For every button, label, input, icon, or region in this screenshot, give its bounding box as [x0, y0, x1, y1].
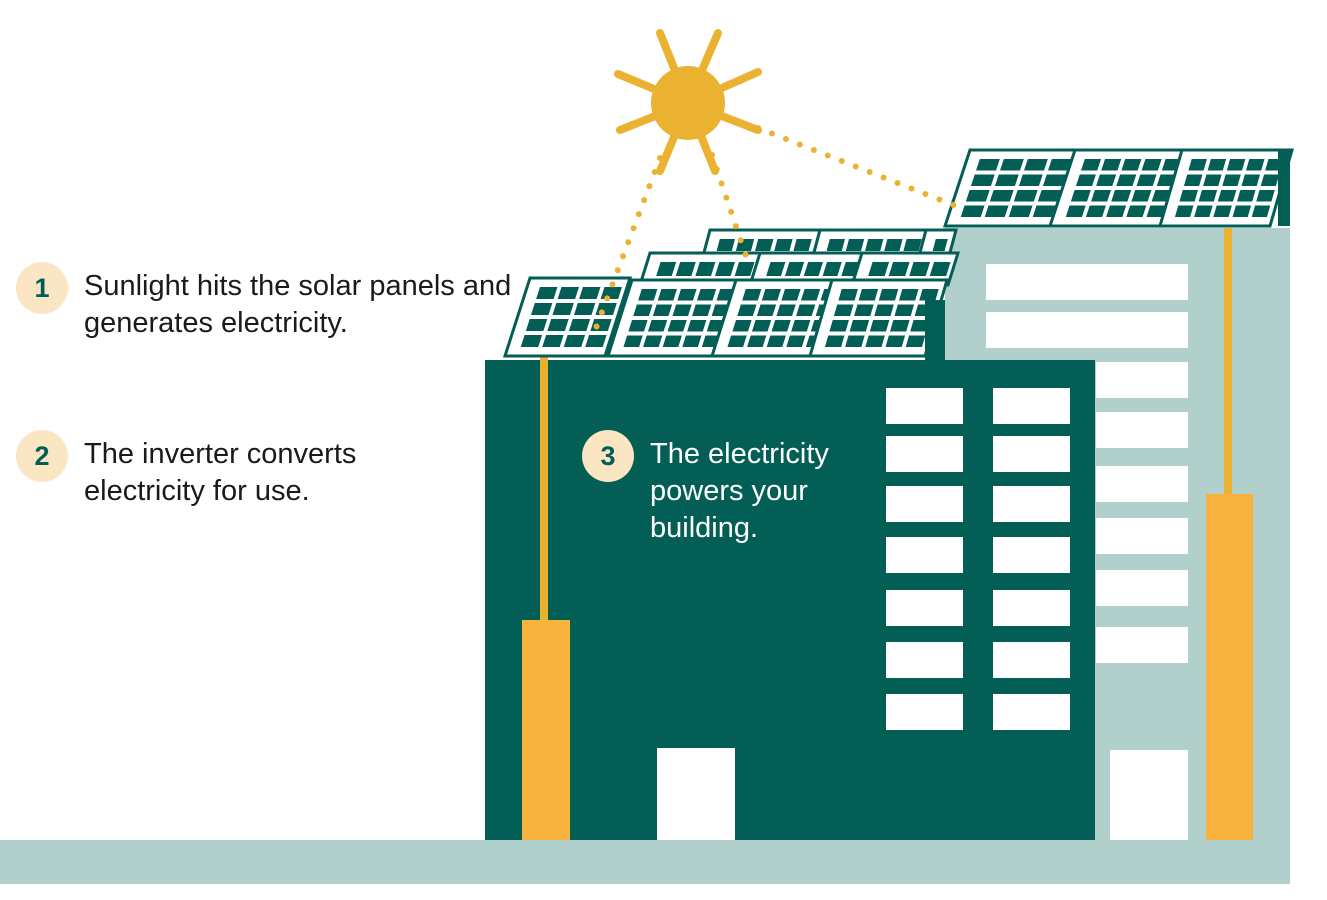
ground	[0, 840, 1290, 884]
main-building-windows	[886, 388, 1070, 730]
solar-panel	[1158, 148, 1294, 228]
roof-edge	[1278, 150, 1290, 226]
panel-support	[925, 300, 945, 360]
tall-building-door	[1110, 750, 1188, 840]
step-3-text: The electricity powers your building.	[650, 438, 829, 544]
solar-panel	[605, 278, 747, 358]
solar-panel	[849, 251, 961, 287]
step-2-badge: 2	[16, 430, 68, 482]
solar-panel	[942, 148, 1083, 228]
inverter-icon	[522, 228, 1253, 840]
sun-rays	[590, 125, 969, 339]
step-1: 1 Sunlight hits the solar panels and gen…	[16, 262, 516, 342]
step-3-badge: 3	[582, 430, 634, 482]
solar-panel	[502, 276, 633, 358]
step-1-badge: 1	[16, 262, 68, 314]
main-building	[485, 360, 1095, 840]
tall-building-windows	[986, 264, 1188, 663]
solar-panel	[747, 251, 871, 287]
step-3: 3 The electricity powers your building.	[582, 430, 882, 547]
step-2: 2 The inverter converts electricity for …	[16, 430, 436, 510]
solar-panel	[637, 251, 765, 287]
main-building-door	[657, 748, 735, 840]
step-2-text: The inverter converts electricity for us…	[84, 438, 357, 507]
solar-panel	[1047, 148, 1193, 228]
sun-icon	[614, 29, 762, 175]
solar-panel	[808, 278, 949, 358]
solar-panel-icon	[502, 148, 1294, 360]
step-1-text: Sunlight hits the solar panels and gener…	[84, 270, 512, 339]
